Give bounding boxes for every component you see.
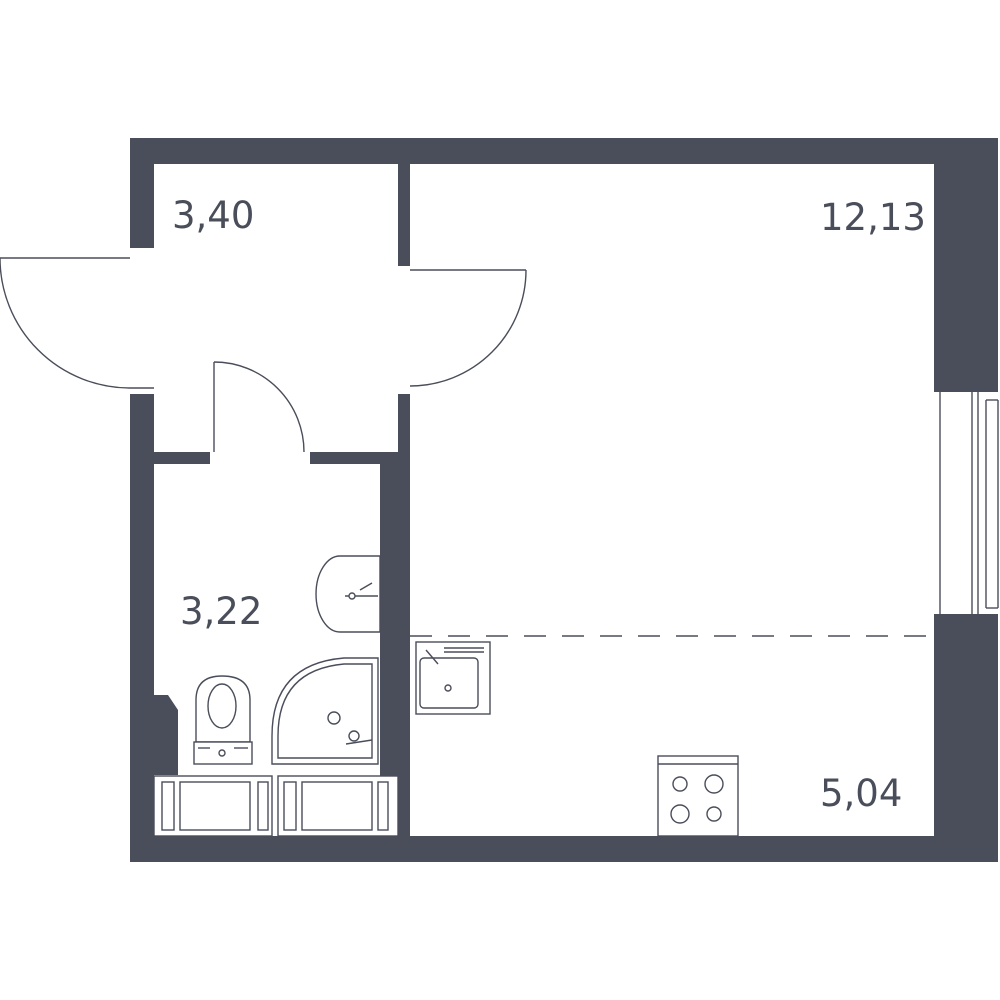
wall-right-upper <box>934 138 998 392</box>
entrance-door <box>0 257 154 389</box>
storage-cabinets <box>153 775 399 837</box>
wall-left-upper <box>130 138 154 248</box>
wall-right-lower <box>934 614 998 862</box>
wall-bottom <box>130 836 998 862</box>
wall-hall-living-upper <box>398 164 410 266</box>
wall-hall-living-lower <box>398 394 410 464</box>
bathroom-door <box>213 361 305 453</box>
walls <box>130 138 998 862</box>
wall-left-lower <box>130 394 154 862</box>
kitchen-area-label: 5,04 <box>820 772 902 815</box>
hallway-area-label: 3,40 <box>172 194 254 237</box>
wall-bath-right <box>380 452 410 836</box>
wall-notch <box>154 695 178 775</box>
toilet-icon <box>193 675 253 765</box>
bathroom-area-label: 3,22 <box>180 590 262 633</box>
living-room-area-label: 12,13 <box>820 196 926 239</box>
window <box>934 392 999 614</box>
living-room-door <box>409 269 527 387</box>
stove-icon <box>657 755 739 837</box>
bathroom-sink-icon <box>315 555 381 633</box>
shower-icon <box>271 657 379 765</box>
wall-bath-top-right <box>310 452 410 464</box>
wall-top <box>130 138 998 164</box>
wall-bath-top-left <box>154 452 210 464</box>
kitchen-sink-icon <box>415 641 491 715</box>
